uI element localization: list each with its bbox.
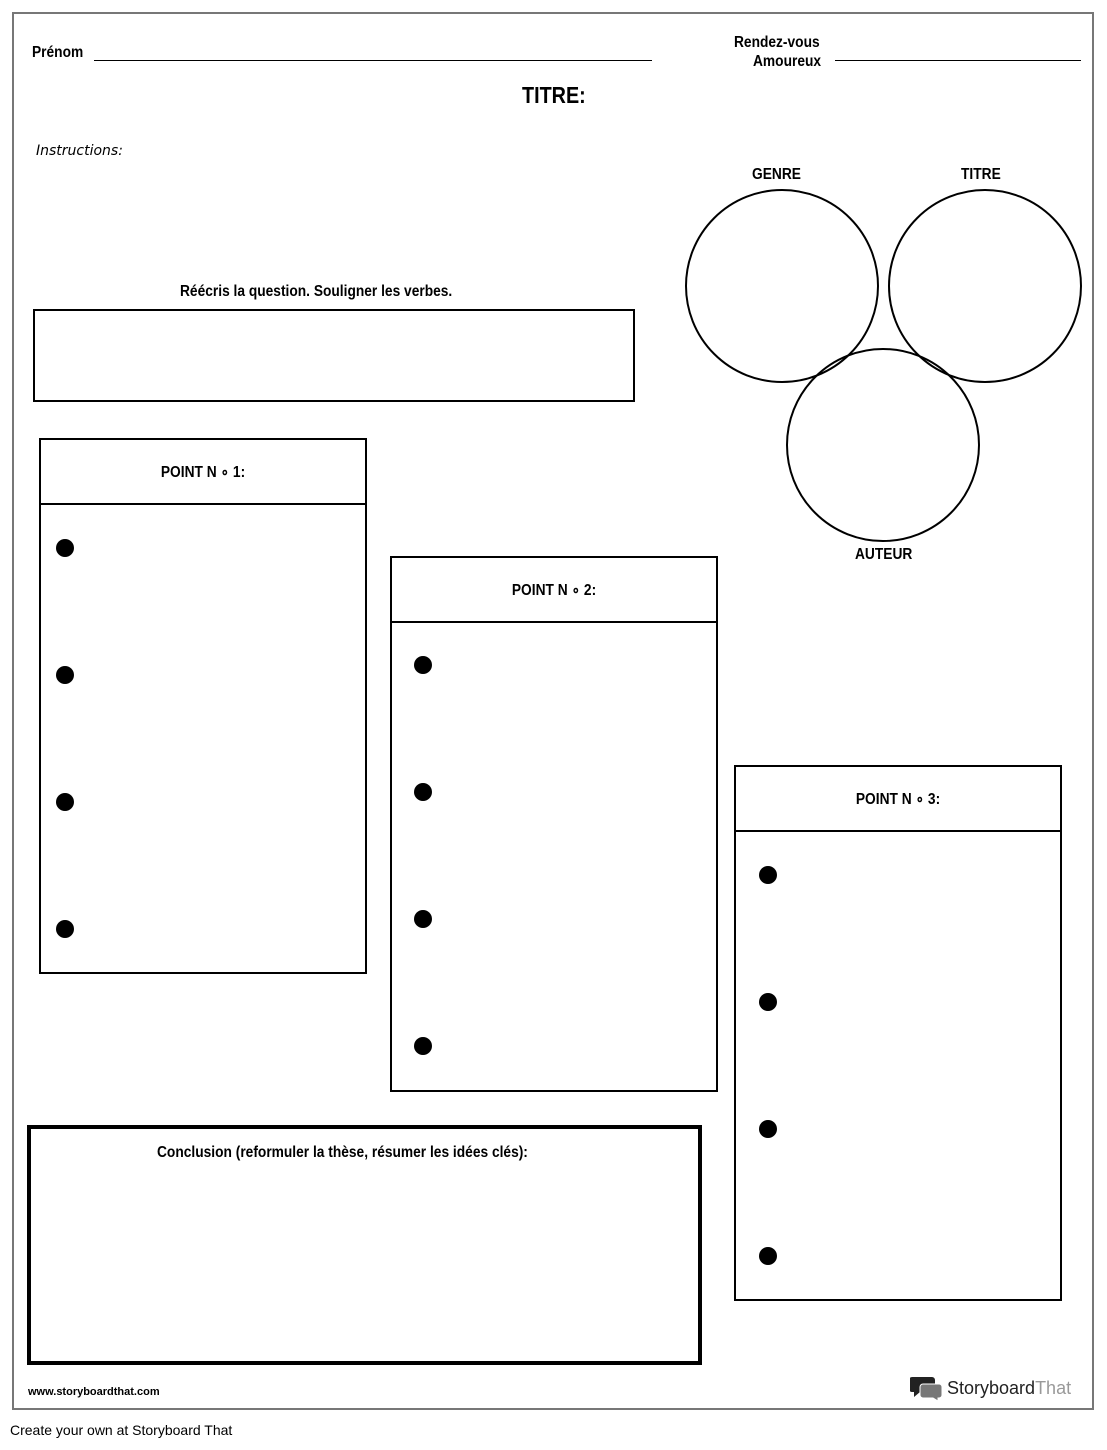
point-3-title: POINT N ∘ 3: (855, 790, 941, 808)
worksheet-page: Prénom Rendez-vous Amoureux TITRE: Instr… (12, 12, 1094, 1410)
point-1-bullet (56, 793, 74, 811)
venn-circle-auteur (786, 348, 980, 542)
venn-label-genre: GENRE (752, 166, 801, 183)
point-1-bullet (56, 666, 74, 684)
conclusion-label: Conclusion (reformuler la thèse, résumer… (157, 1144, 528, 1161)
venn-circle-titre (888, 189, 1082, 383)
point-3-bullet (759, 993, 777, 1011)
instructions-label: Instructions: (36, 143, 123, 159)
speech-bubbles-icon (910, 1377, 943, 1401)
point-2-bullet (414, 1037, 432, 1055)
conclusion-box (27, 1125, 702, 1365)
rewrite-question-box (33, 309, 635, 402)
point-2-bullet (414, 656, 432, 674)
rewrite-question-label: Réécris la question. Souligner les verbe… (180, 283, 453, 300)
title-label: TITRE: (522, 82, 586, 108)
name-label: Prénom (32, 44, 84, 61)
venn-diagram (685, 189, 1082, 542)
date-label-line2: Amoureux (753, 53, 822, 70)
point-2-bullet (414, 783, 432, 801)
venn-label-titre: TITRE (961, 166, 1001, 183)
date-line (835, 60, 1081, 61)
point-2-bullet (414, 910, 432, 928)
point-2-box: POINT N ∘ 2: (390, 556, 718, 1092)
point-1-bullet (56, 539, 74, 557)
point-3-bullet (759, 1120, 777, 1138)
point-3-box: POINT N ∘ 3: (734, 765, 1062, 1301)
point-3-bullet (759, 1247, 777, 1265)
point-2-header: POINT N ∘ 2: (392, 558, 716, 623)
date-label-line1: Rendez-vous (734, 34, 820, 51)
point-1-title: POINT N ∘ 1: (160, 463, 246, 481)
create-your-own-link[interactable]: Create your own at Storyboard That (10, 1422, 233, 1438)
name-line (94, 60, 652, 61)
point-2-title: POINT N ∘ 2: (511, 581, 597, 599)
point-1-header: POINT N ∘ 1: (41, 440, 365, 505)
venn-circle-genre (685, 189, 879, 383)
point-3-bullet (759, 866, 777, 884)
venn-label-auteur: AUTEUR (855, 546, 913, 563)
point-3-header: POINT N ∘ 3: (736, 767, 1060, 832)
point-1-box: POINT N ∘ 1: (39, 438, 367, 974)
brand-that: That (1035, 1377, 1072, 1398)
site-url: www.storyboardthat.com (28, 1386, 160, 1398)
brand-storyboard: Storyboard (947, 1377, 1036, 1398)
point-1-bullet (56, 920, 74, 938)
